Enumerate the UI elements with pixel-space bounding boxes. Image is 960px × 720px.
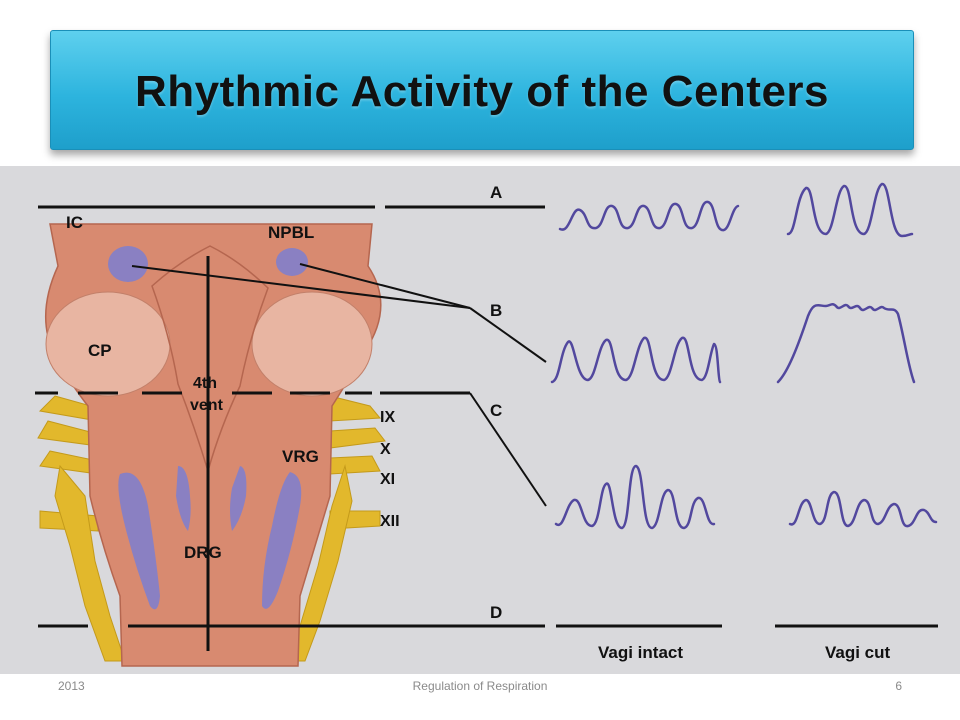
nerve-label-xii: XII <box>380 513 400 530</box>
footer-page-number: 6 <box>895 679 902 693</box>
section-label-c: C <box>490 401 502 420</box>
slide-title: Rhythmic Activity of the Centers <box>134 67 830 116</box>
pointer-lines <box>131 263 547 507</box>
section-label-b: B <box>490 301 502 320</box>
nerve-label-xi: XI <box>380 471 395 488</box>
cranial-nerves <box>37 395 386 662</box>
trace-b-intact <box>550 336 722 384</box>
label-drg: DRG <box>184 543 222 562</box>
trace-b-cut <box>776 302 916 384</box>
section-label-a: A <box>490 183 502 202</box>
title-bar: Rhythmic Activity of the Centers <box>50 30 914 150</box>
label-ic: IC <box>66 213 83 232</box>
section-label-d: D <box>490 603 502 622</box>
trace-a-cut <box>786 182 914 238</box>
trace-c-cut <box>788 490 938 528</box>
nerve-label-x: X <box>380 441 391 458</box>
cp-right <box>251 291 373 397</box>
footer-subject: Regulation of Respiration <box>412 679 548 693</box>
trace-a-intact <box>558 200 740 232</box>
label-npbl: NPBL <box>268 223 314 242</box>
column-label-vagi-intact: Vagi intact <box>598 643 683 662</box>
nerve-label-ix: IX <box>380 409 395 426</box>
footer-year: 2013 <box>58 679 85 693</box>
label-cp: CP <box>88 341 112 360</box>
activity-traces <box>550 182 938 530</box>
label-vent-1: 4th <box>193 375 217 392</box>
column-label-vagi-cut: Vagi cut <box>825 643 891 662</box>
trace-c-intact <box>554 464 716 530</box>
label-vent-2: vent <box>190 397 224 414</box>
section-lines <box>35 205 938 651</box>
label-vrg: VRG <box>282 447 319 466</box>
brainstem-respiratory-diagram: IC NPBL CP 4th vent VRG DRG IX X XI XII … <box>0 166 960 674</box>
nuclei <box>108 246 308 610</box>
